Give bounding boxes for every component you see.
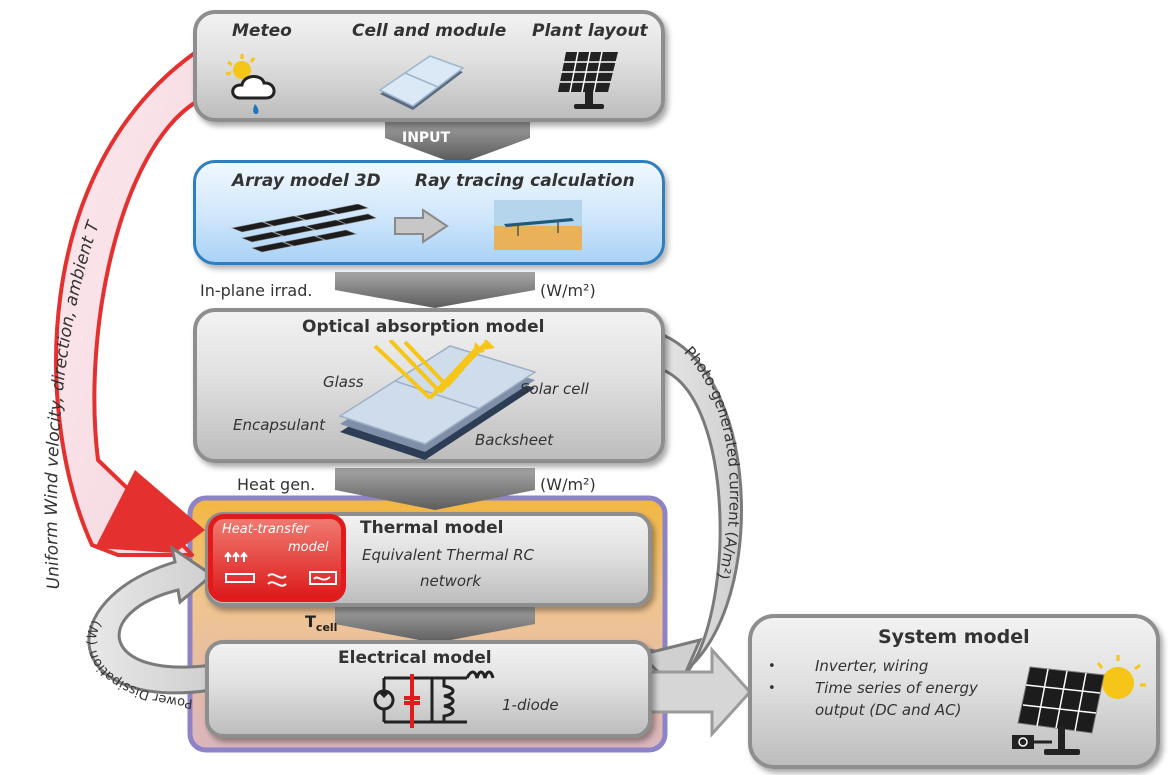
heat-transfer-icon — [224, 552, 337, 587]
backsheet-label: Backsheet — [475, 431, 554, 449]
thermal-line1: Equivalent Thermal RC — [362, 546, 534, 564]
input-arrow — [385, 118, 530, 160]
system-output-arrow — [643, 646, 753, 738]
heat-gen-label: Heat gen. — [237, 475, 316, 494]
in-plane-irradiance-label: In-plane irrad. — [200, 281, 313, 300]
electrical-title: Electrical model — [338, 648, 492, 668]
solar-cell-label: Solar cell — [520, 380, 589, 398]
solar-panel-icon — [558, 51, 618, 109]
system-bullet-2: Time series of energy — [815, 679, 978, 697]
optical-title: Optical absorption model — [302, 317, 545, 337]
heat-gen-arrow — [335, 468, 535, 510]
thermal-title: Thermal model — [360, 518, 504, 538]
heat-transfer-box — [208, 514, 346, 602]
input-arrow-label: INPUT — [402, 130, 451, 146]
optical-layers-icon — [338, 340, 537, 460]
system-bullet-dot-2: • — [768, 681, 776, 696]
irradiance-arrow — [335, 272, 535, 308]
tcell-arrow — [335, 605, 535, 643]
system-solar-icon — [1012, 655, 1146, 755]
diode-circuit-icon — [373, 670, 495, 728]
glass-label: Glass — [323, 373, 364, 391]
meteo-label: Meteo — [232, 21, 292, 41]
array-model-label: Array model 3D — [232, 171, 381, 191]
tcell-sub: cell — [315, 621, 338, 635]
tcell-label: Tcell — [305, 612, 337, 634]
thermal-line2: network — [420, 572, 481, 590]
one-diode-label: 1-diode — [502, 696, 559, 714]
cell-module-label: Cell and module — [352, 21, 507, 41]
system-bullet-dot-1: • — [768, 659, 776, 674]
cell-module-icon — [378, 55, 465, 110]
system-bullet-2-cont: output (DC and AC) — [815, 701, 962, 719]
weather-icon — [225, 54, 276, 114]
tcell-main: T — [305, 612, 316, 631]
encapsulant-label: Encapsulant — [233, 416, 326, 434]
heat-transfer-label-line2: model — [288, 540, 329, 555]
wind-arrow-head — [95, 470, 205, 553]
ray-tracing-icon — [494, 200, 582, 250]
system-title: System model — [878, 626, 1030, 648]
process-arrow-icon — [394, 208, 449, 244]
array-3d-icon — [230, 204, 377, 253]
heat-gen-unit-label: (W/m²) — [540, 475, 596, 494]
irradiance-unit-label: (W/m²) — [540, 281, 596, 300]
ray-tracing-label: Ray tracing calculation — [415, 171, 635, 191]
wind-arrow — [54, 50, 198, 557]
power-dissipation-arrow — [87, 544, 215, 695]
system-bullet-1: Inverter, wiring — [815, 657, 929, 675]
heat-transfer-label-line1: Heat-transfer — [222, 522, 309, 537]
plant-layout-label: Plant layout — [532, 21, 648, 41]
